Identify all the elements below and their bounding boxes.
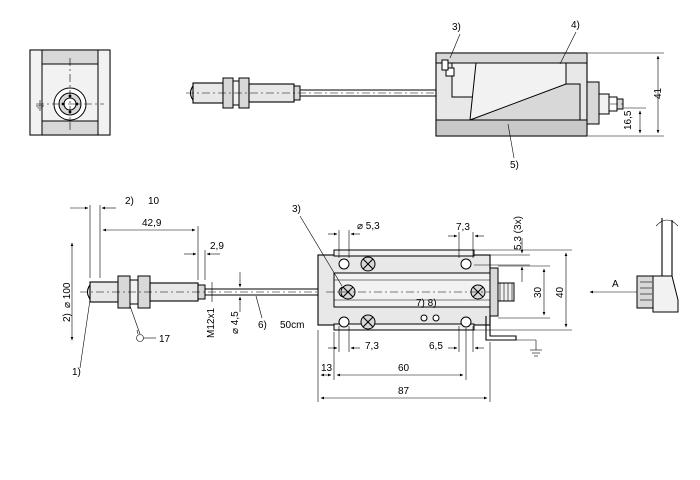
angled-connector-icon [636, 218, 679, 313]
callout-7-8: 7) 8) [416, 298, 437, 309]
callout-2-top: 2) [125, 196, 134, 207]
cable-length: 50cm [280, 320, 304, 331]
callout-4-top: 4) [571, 20, 580, 31]
end-view [29, 49, 111, 136]
screw-icon [360, 314, 376, 330]
callout-6: 6) [258, 320, 267, 331]
wrench-icon [136, 329, 156, 342]
dim-diameter-100: ⌀ 100 [62, 282, 73, 308]
dim-42-9: 42,9 [142, 218, 162, 229]
front-view-dimensions: 2) 10 42,9 2,9 ⌀ 100 2) M12x1 ⌀ 4,5 6) 5… [62, 196, 304, 378]
dim-2-9: 2,9 [210, 241, 224, 252]
side-view-callouts: 3) 4) 5) [449, 20, 580, 171]
dim-40: 40 [555, 286, 566, 298]
dim-13: 13 [321, 363, 333, 374]
dim-30: 30 [533, 286, 544, 298]
dim-87: 87 [398, 386, 410, 397]
callout-2-side: 2) [62, 313, 73, 322]
ground-icon [516, 339, 542, 357]
dim-16-5: 16,5 [623, 110, 634, 130]
side-view [186, 52, 624, 137]
ground-icon [36, 100, 44, 111]
callout-3-front: 3) [292, 204, 301, 215]
dim-m12x1: M12x1 [206, 308, 217, 338]
view-a-label: A [612, 279, 619, 290]
amplifier-dimensions: 3) ⌀ 5,3 7,3 5,3 (3x) 30 40 7) 8) [292, 204, 572, 402]
amplifier-front-view [317, 249, 542, 357]
dim-10: 10 [148, 196, 160, 207]
callout-3-top: 3) [452, 22, 461, 33]
dim-7-3-bottom: 7,3 [365, 341, 379, 352]
dim-6-5: 6,5 [429, 341, 443, 352]
callout-5-top: 5) [510, 160, 519, 171]
side-view-dimensions: 41 16,5 [588, 52, 664, 137]
dim-wrench-17: 17 [159, 334, 171, 345]
view-a: A [589, 218, 679, 313]
screw-icon [360, 256, 376, 272]
dim-60: 60 [398, 363, 410, 374]
dim-7-3-top: 7,3 [456, 222, 470, 233]
dim-hole-5-3: ⌀ 5,3 [357, 221, 380, 232]
dim-diameter-4-5: ⌀ 4,5 [230, 311, 241, 334]
sensor-front-view: 17 [80, 275, 322, 345]
dim-41: 41 [653, 87, 664, 99]
dim-5-3-3x: 5,3 (3x) [513, 216, 524, 250]
callout-1: 1) [72, 367, 81, 378]
